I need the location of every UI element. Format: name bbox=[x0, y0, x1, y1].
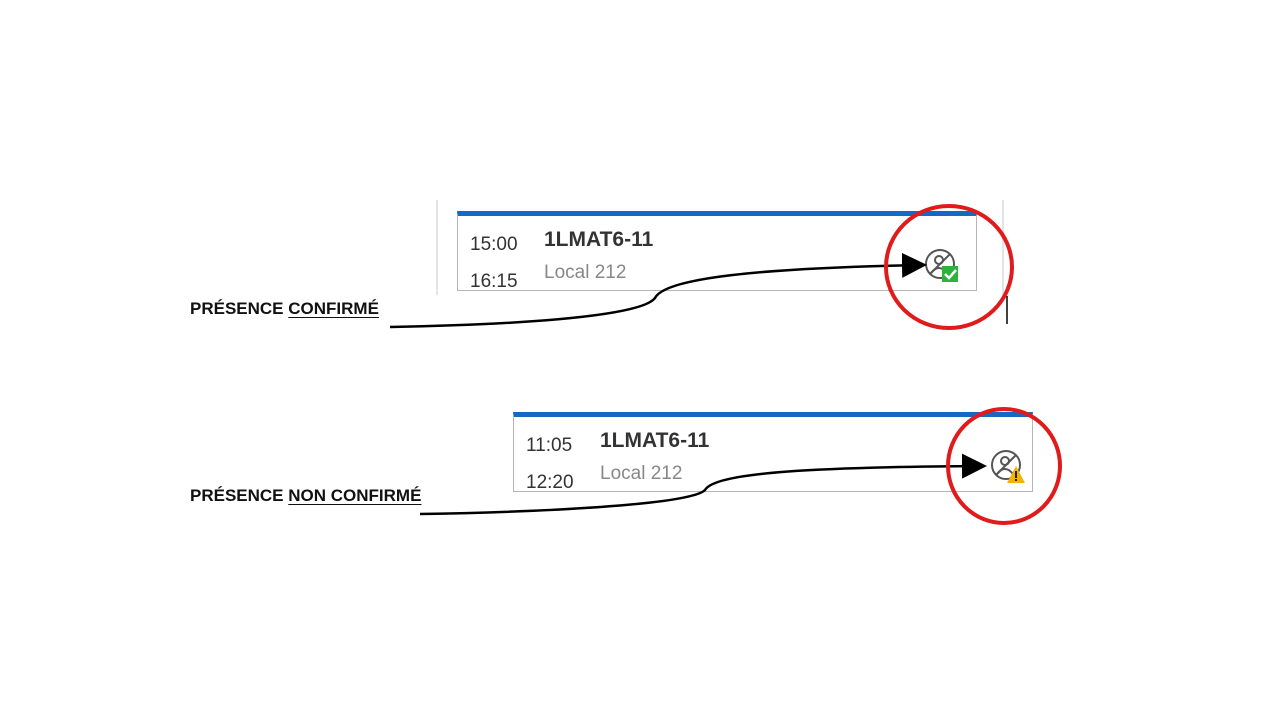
room: Local 212 bbox=[600, 463, 683, 484]
screenshot-edge bbox=[436, 200, 438, 295]
end-time: 12:20 bbox=[526, 472, 574, 493]
end-time: 16:15 bbox=[470, 271, 518, 292]
label-presence-unconfirmed: PRÉSENCE NON CONFIRMÉ bbox=[190, 486, 421, 506]
label-status: NON CONFIRMÉ bbox=[288, 486, 422, 505]
start-time: 11:05 bbox=[526, 435, 573, 456]
presence-confirmed-icon[interactable] bbox=[924, 248, 960, 284]
presence-unconfirmed-icon[interactable] bbox=[990, 449, 1026, 485]
start-time: 15:00 bbox=[470, 234, 518, 255]
label-presence-confirmed: PRÉSENCE CONFIRMÉ bbox=[190, 299, 379, 319]
label-prefix: PRÉSENCE bbox=[190, 299, 284, 318]
event-card-unconfirmed[interactable]: 11:05 12:20 1LMAT6-11 Local 212 bbox=[513, 412, 1033, 493]
course-code: 1LMAT6-11 bbox=[544, 228, 654, 251]
course-code: 1LMAT6-11 bbox=[600, 429, 710, 452]
label-status: CONFIRMÉ bbox=[288, 299, 379, 318]
room: Local 212 bbox=[544, 262, 627, 283]
screenshot-edge bbox=[1002, 200, 1004, 295]
label-prefix: PRÉSENCE bbox=[190, 486, 284, 505]
event-card-confirmed[interactable]: 15:00 16:15 1LMAT6-11 Local 212 bbox=[457, 211, 977, 292]
